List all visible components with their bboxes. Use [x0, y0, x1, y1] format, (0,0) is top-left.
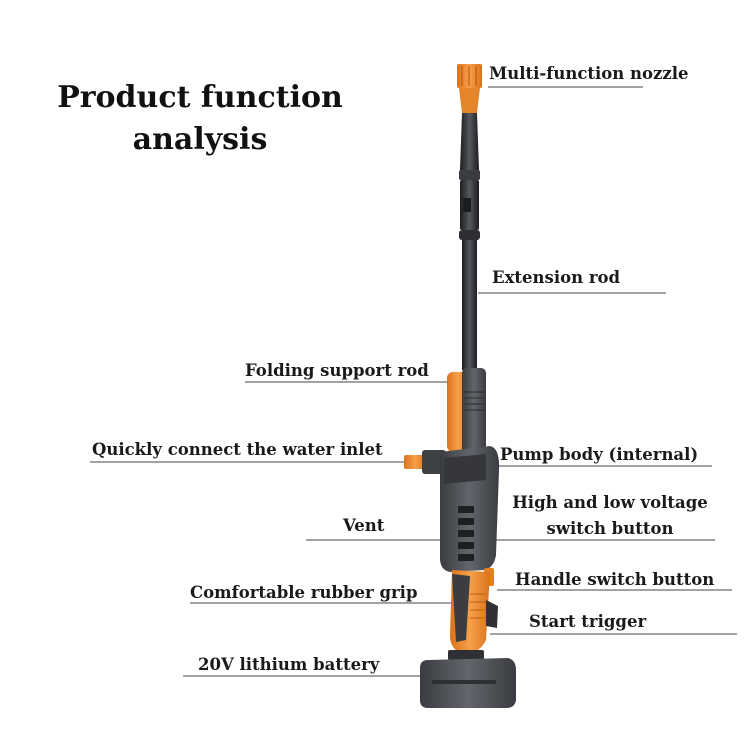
label-lithium-battery: 20V lithium battery	[198, 655, 380, 674]
vent-slots	[458, 506, 474, 561]
water-inlet-part	[404, 450, 446, 474]
label-voltage-switch-line-2: switch button	[546, 519, 674, 538]
grip-part	[450, 570, 490, 654]
label-extension-rod: Extension rod	[492, 268, 621, 287]
label-water-inlet: Quickly connect the water inlet	[92, 440, 383, 459]
leader-lines	[90, 86, 737, 677]
nozzle-part	[457, 64, 482, 113]
label-handle-switch-button: Handle switch button	[515, 570, 715, 589]
battery-part	[420, 650, 516, 708]
label-voltage-switch-line-1: High and low voltage	[512, 493, 708, 512]
label-multi-function-nozzle: Multi-function nozzle	[489, 64, 689, 83]
title-line-1: Product function	[57, 80, 343, 115]
label-start-trigger: Start trigger	[529, 612, 647, 631]
title-line-2: analysis	[132, 122, 268, 157]
folding-rod-part	[447, 368, 486, 456]
trigger-part	[486, 600, 498, 628]
label-pump-body: Pump body (internal)	[500, 445, 699, 464]
label-rubber-grip: Comfortable rubber grip	[190, 583, 418, 602]
label-folding-support-rod: Folding support rod	[245, 361, 429, 380]
extension-rod-part	[459, 113, 480, 370]
label-vent: Vent	[343, 516, 385, 535]
